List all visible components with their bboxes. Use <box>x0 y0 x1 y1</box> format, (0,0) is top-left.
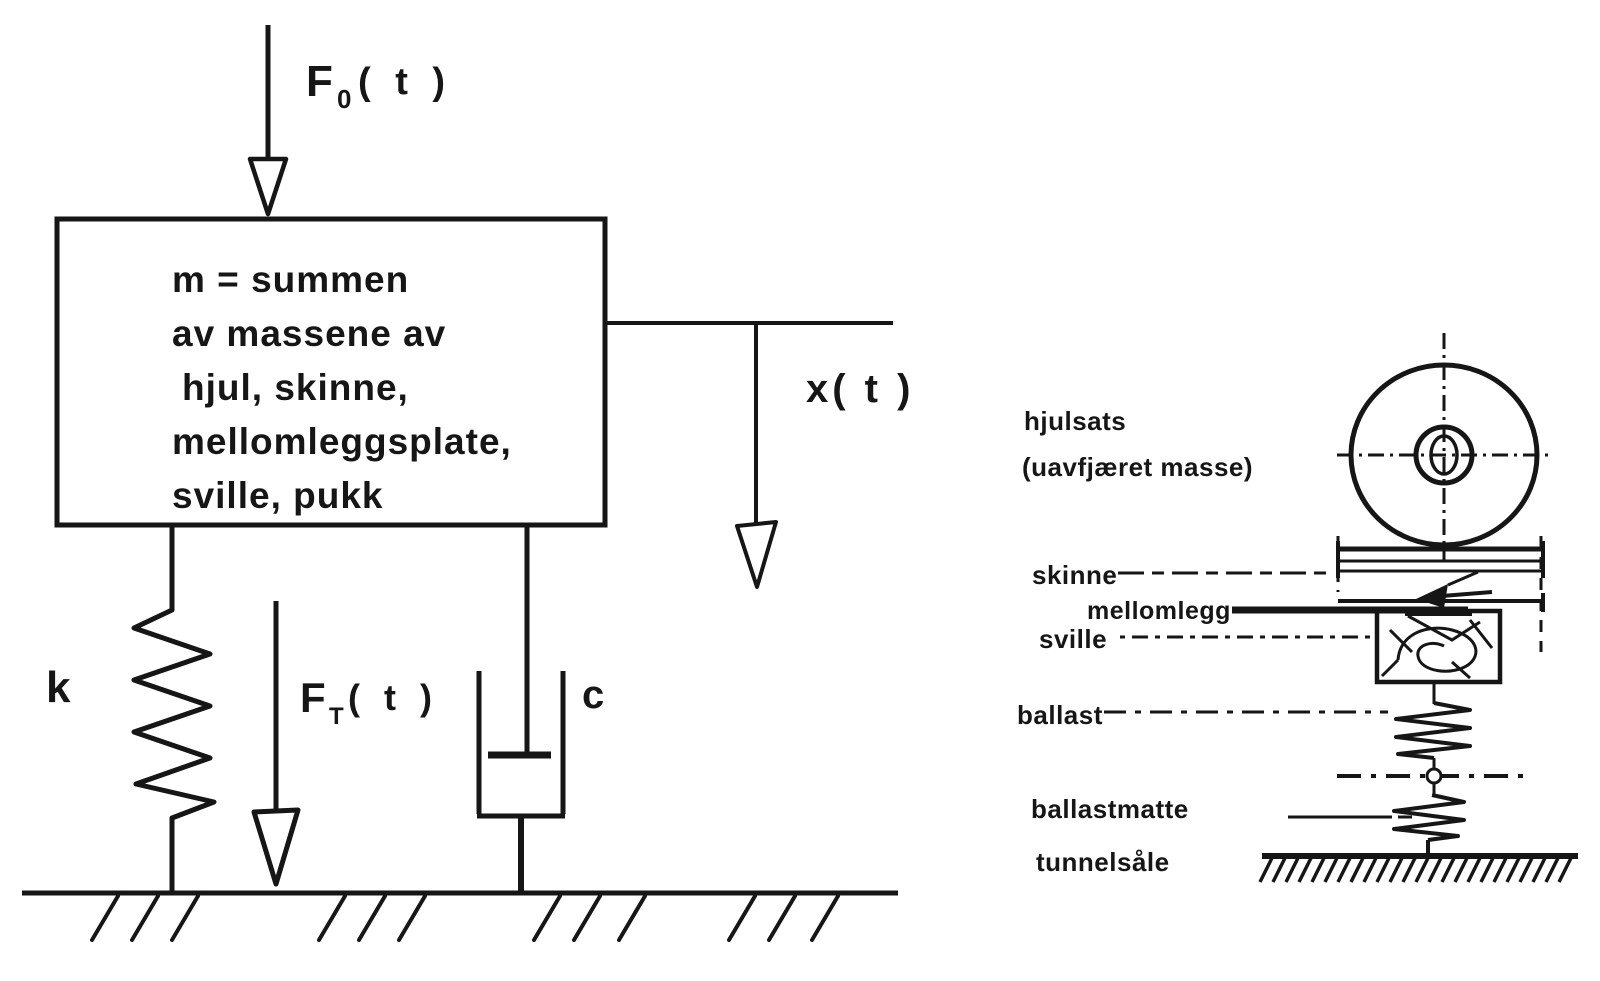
external-force-subscript: 0 <box>337 84 351 114</box>
ballast-mat-label: ballastmatte <box>1031 794 1189 824</box>
ballast-label: ballast <box>1017 700 1103 730</box>
rail-pad-arrow-tail-stroke <box>1447 570 1479 587</box>
damping-label: c <box>582 673 604 717</box>
mass-box-line-4: mellomleggsplate, <box>172 421 512 462</box>
mass-box-text: m = summen av massene av hjul, skinne, m… <box>172 259 512 516</box>
rail-pad-label: mellomlegg <box>1087 597 1231 625</box>
track-force-arrowhead <box>251 807 301 887</box>
rail-head-lines <box>1338 559 1543 573</box>
ground-hatching <box>90 894 840 942</box>
sleeper-scribble-spiral <box>1396 626 1478 673</box>
spring-constant-label: k <box>46 663 71 712</box>
displacement-label: x( t ) <box>806 367 914 411</box>
spring-symbol <box>131 527 217 893</box>
mass-box-line-3: hjul, skinne, <box>182 367 409 408</box>
mass-box-line-1: m = summen <box>172 259 409 300</box>
damper-symbol <box>476 527 566 893</box>
track-cross-section: hjulsats (uavfjæret masse) skinne mellom… <box>1017 333 1578 883</box>
track-force-argument: ( t ) <box>348 677 439 718</box>
sleeper-scribble-strokes <box>1380 614 1494 680</box>
wheel-circle <box>1348 362 1540 548</box>
spring-joint-node <box>1425 767 1443 785</box>
tunnel-floor-label: tunnelsåle <box>1036 847 1170 877</box>
ballast-spring <box>1394 701 1472 760</box>
sleeper-label: sville <box>1039 624 1107 654</box>
sleeper <box>1374 608 1503 685</box>
wheelset <box>1337 333 1553 560</box>
external-force-label: F <box>306 57 333 106</box>
rail-pad-arrowhead <box>1416 584 1448 608</box>
rail-label: skinne <box>1032 560 1117 590</box>
wheelset-label: hjulsats <box>1024 406 1126 436</box>
rail-end-ticks <box>1336 541 1545 612</box>
rail-pad-arrow-shaft <box>1441 590 1493 598</box>
mass-box <box>54 216 608 528</box>
mass-spring-damper-model: F 0 ( t ) m = summen av massene av hjul,… <box>22 25 914 942</box>
rail-section <box>1232 536 1545 652</box>
external-force-arrowhead <box>247 156 289 217</box>
ballast-mat-spring <box>1392 793 1466 842</box>
track-force-subscript: T <box>329 703 344 730</box>
wheelset-sublabel: (uavfjæret masse) <box>1022 452 1253 482</box>
mass-box-line-2: av massene av <box>172 313 446 354</box>
wheel-hub-outer <box>1413 424 1475 486</box>
displacement-arrowhead <box>735 520 778 589</box>
tunnel-floor-hatching <box>1258 857 1573 883</box>
external-force-argument: ( t ) <box>358 61 452 103</box>
track-force-label: F <box>300 674 326 721</box>
wheel-hub-inner <box>1429 434 1459 476</box>
mass-box-line-5: sville, pukk <box>172 475 384 516</box>
